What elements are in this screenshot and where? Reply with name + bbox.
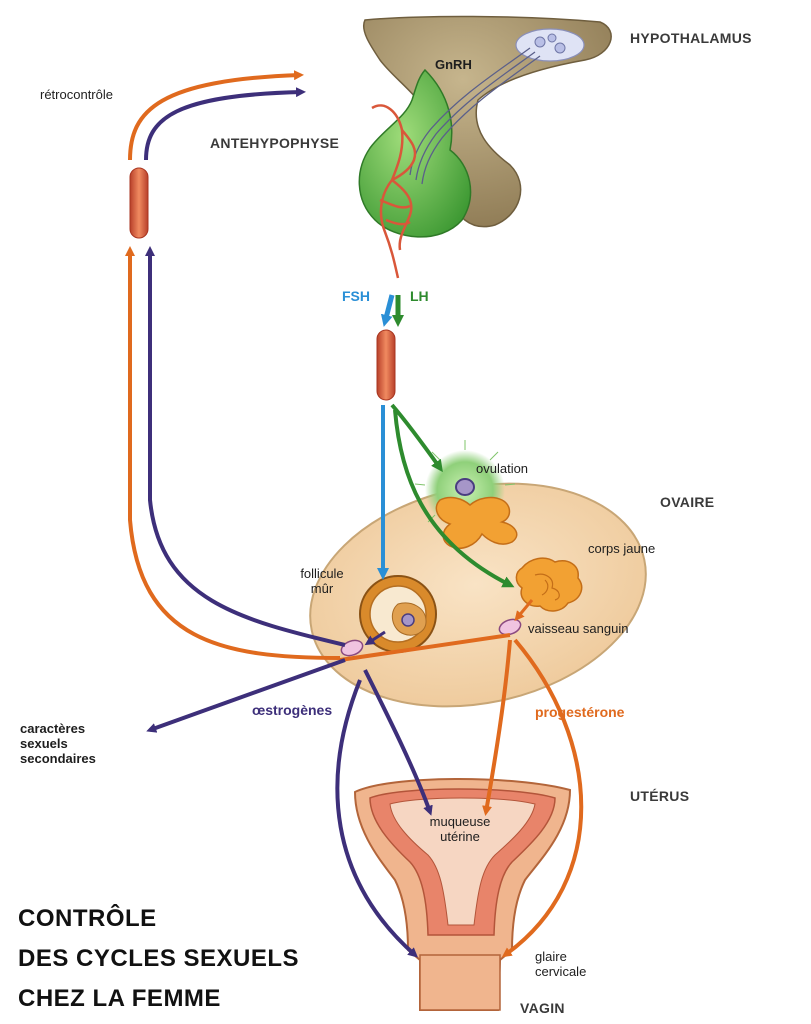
retrocontrole-vessel — [129, 167, 149, 239]
title-line-2: DES CYCLES SEXUELS — [18, 945, 300, 972]
oestrogenes-label: œstrogènes — [252, 702, 333, 718]
corps-jaune-label: corps jaune — [588, 541, 656, 556]
hypothalamus-label: HYPOTHALAMUS — [630, 30, 752, 46]
caracteres-line2: sexuels — [20, 735, 68, 751]
vagin-label: VAGIN — [520, 1000, 565, 1016]
muqueuse-line2: utérine — [440, 828, 480, 844]
fsh-arrow — [380, 294, 395, 327]
corps-jaune-shape — [515, 557, 583, 612]
follicle-secretion-arrow — [364, 630, 386, 646]
neuron-cluster — [515, 28, 585, 62]
caracteres-line3: secondaires — [20, 750, 96, 766]
lh-to-ovulation-arrow — [390, 403, 443, 473]
uterus-shape — [353, 778, 572, 1011]
ovulation-label: ovulation — [476, 461, 529, 476]
follicule-mur-label: follicule mûr — [290, 566, 354, 597]
glaire-line2: cervicale — [535, 963, 587, 979]
antehypophyse-label: ANTEHYPOPHYSE — [210, 135, 340, 151]
lh-to-corps-jaune-arrow — [393, 409, 515, 588]
ovary-vessel-left — [340, 639, 364, 657]
vaisseau-sanguin-label: vaisseau sanguin — [528, 621, 629, 636]
gnrh-label: GnRH — [435, 57, 472, 72]
follicule-mur-shape — [359, 575, 437, 653]
title-line-1: CONTRÔLE — [18, 905, 157, 932]
muqueuse-line1: muqueuse — [429, 814, 491, 829]
caracteres-line1: caractères — [20, 721, 86, 736]
muqueuse-uterine-label: muqueuse utérine — [415, 814, 505, 845]
ruptured-follicle — [435, 496, 518, 549]
oestrogenes-to-muqueuse-arrow — [363, 669, 433, 816]
fsh-label: FSH — [342, 288, 370, 304]
title-line-3: CHEZ LA FEMME — [18, 985, 221, 1012]
glaire-cervicale-label: glaire cervicale — [535, 949, 587, 980]
follicule-label-line2: mûr — [310, 580, 334, 596]
retrocontrole-arrow-oestrogenes — [144, 87, 306, 161]
progesterone-to-glaire-arrow — [501, 638, 584, 958]
progesterone-ovary-line — [339, 633, 511, 662]
corps-jaune-secretion-arrow — [514, 599, 534, 622]
progesterone-feedback-line — [125, 246, 341, 660]
glaire-line1: glaire — [535, 949, 567, 964]
progesterone-label: progestérone — [535, 704, 625, 720]
oestrogenes-feedback-line — [145, 246, 346, 647]
retrocontrole-arrow-progesterone — [128, 70, 304, 161]
ovaire-label: OVAIRE — [660, 494, 715, 510]
central-vessel — [376, 329, 396, 401]
lh-label: LH — [410, 288, 429, 304]
uterus-label: UTÉRUS — [630, 788, 690, 804]
progesterone-to-muqueuse-arrow — [482, 639, 512, 816]
caracteres-sexuels-label: caractères sexuels secondaires — [20, 721, 96, 767]
oestrogenes-to-glaire-arrow — [335, 679, 418, 958]
oestrogenes-to-caracteres-arrow — [146, 658, 346, 733]
retrocontrole-label: rétrocontrôle — [40, 87, 113, 102]
follicule-label-line1: follicule — [300, 566, 344, 581]
ovary-vessel-right — [498, 618, 522, 636]
portal-vessels — [371, 104, 417, 279]
